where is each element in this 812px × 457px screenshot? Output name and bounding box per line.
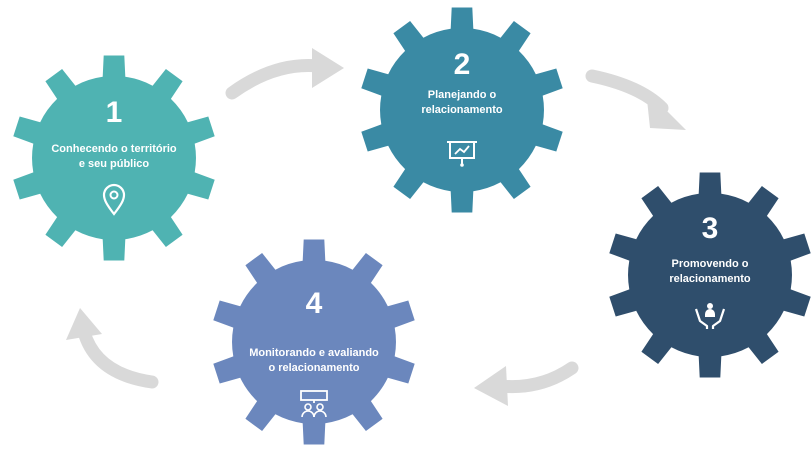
cycle-arrows	[66, 48, 686, 406]
step-4-title-line1: Monitorando e avaliando	[249, 347, 379, 359]
step-3-number: 3	[702, 212, 719, 245]
step-2-title-line1: Planejando o	[428, 89, 497, 101]
step-4-gear: 4 Monitorando e avaliando o relacionamen…	[213, 239, 415, 445]
step-1-number: 1	[106, 96, 123, 129]
step-3-title-line1: Promovendo o	[671, 258, 748, 270]
hands-people-icon	[694, 303, 726, 329]
step-2-title-line2: relacionamento	[421, 104, 503, 116]
arrow-2-to-3	[585, 69, 686, 130]
step-4-title-line2: o relacionamento	[268, 362, 359, 374]
arrow-3-to-4	[474, 361, 579, 406]
step-1-title-line2: e seu público	[79, 158, 150, 170]
step-1-gear: 1 Conhecendo o território e seu público	[13, 55, 215, 261]
step-4-number: 4	[306, 287, 323, 320]
presentation-board-icon	[447, 141, 477, 167]
gear-3-body	[609, 172, 811, 378]
arrow-4-to-1	[66, 308, 159, 389]
location-pin-icon	[102, 183, 126, 216]
step-3-title-line2: relacionamento	[669, 273, 751, 285]
step-2-number: 2	[454, 48, 471, 81]
gear-1-body	[13, 55, 215, 261]
step-1-title-line1: Conhecendo o território	[51, 143, 177, 155]
step-3-gear: 3 Promovendo o relacionamento	[609, 172, 811, 378]
meeting-group-icon	[300, 390, 328, 418]
gear-2-body	[361, 7, 563, 213]
step-2-gear: 2 Planejando o relacionamento	[361, 7, 563, 213]
gear-4-body	[213, 239, 415, 445]
arrow-1-to-2	[225, 48, 344, 100]
